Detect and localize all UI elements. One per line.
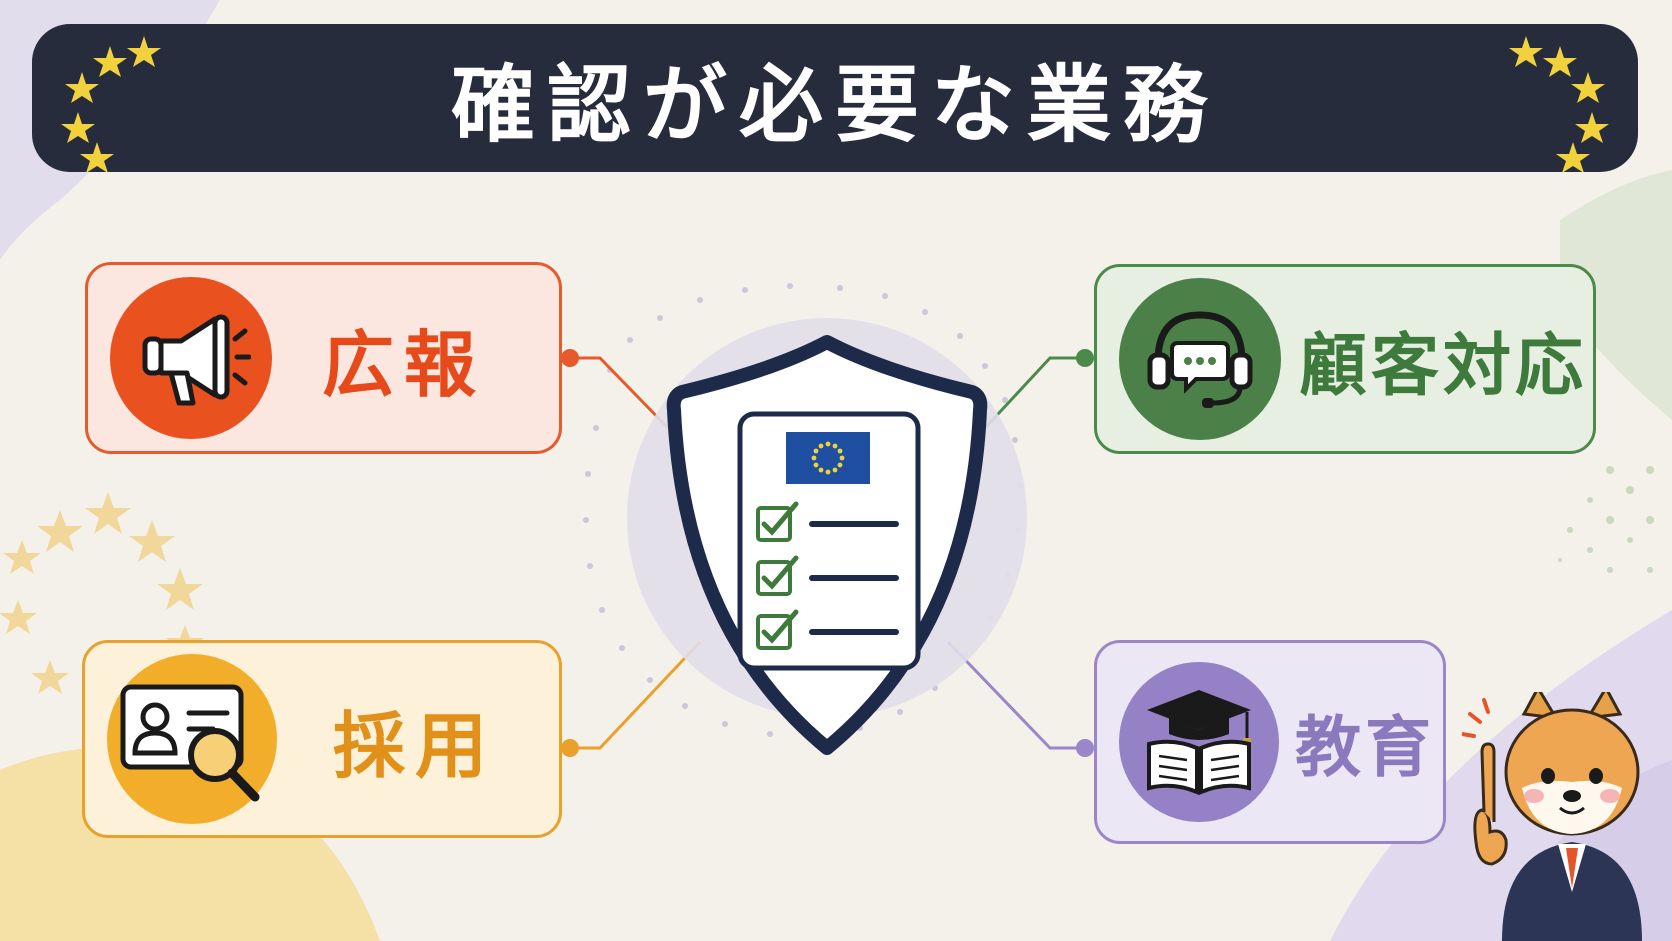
card-pr: 広報	[85, 262, 562, 454]
star-cluster-right-icon	[1509, 36, 1609, 172]
card-customer-support: 顧客対応	[1094, 264, 1596, 454]
card-label-customer-support: 顧客対応	[1299, 326, 1588, 406]
graduation-book-icon	[1119, 662, 1279, 822]
card-education: 教育	[1094, 640, 1446, 844]
megaphone-icon	[110, 277, 272, 439]
card-label-hr: 採用	[333, 703, 498, 788]
headset-chat-icon	[1119, 278, 1281, 440]
card-hr: 採用	[82, 640, 562, 838]
id-card-magnifier-icon	[107, 654, 277, 824]
page-title: 確認が必要な業務	[450, 55, 1219, 154]
card-label-education: 教育	[1295, 709, 1435, 786]
star-cluster-left-icon	[61, 36, 161, 172]
card-label-pr: 広報	[322, 322, 487, 407]
shiba-dog-in-suit-pointing	[1462, 692, 1642, 941]
shield-checklist-eu-flag-icon	[627, 318, 1027, 755]
title-banner: 確認が必要な業務	[32, 24, 1638, 172]
